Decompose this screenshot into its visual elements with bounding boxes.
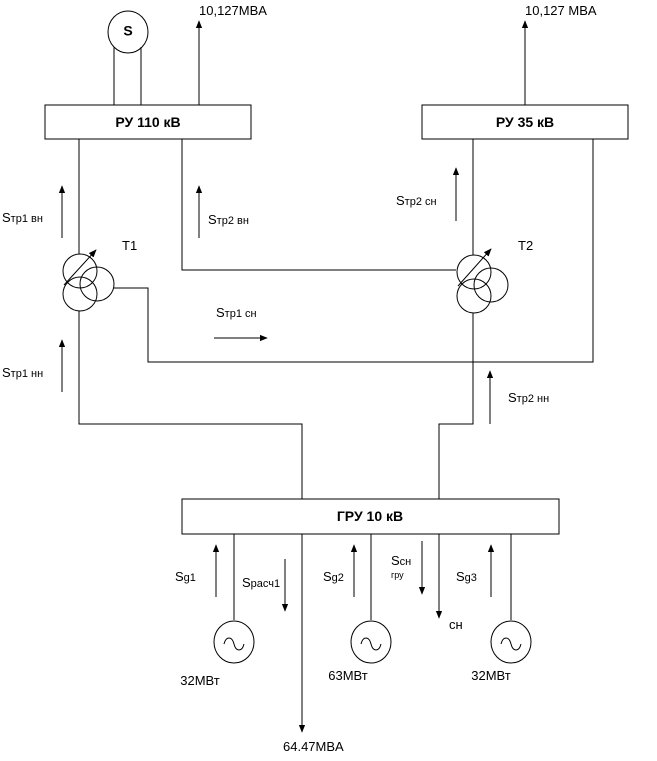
stp1-vn-main: S: [2, 210, 11, 225]
aux-load-label: сн: [449, 617, 463, 632]
gru-output-value: 64.47MBA: [283, 739, 344, 754]
system-source: [107, 10, 149, 105]
stp2-sn-sub: тр2 сн: [405, 196, 437, 208]
generator-g1-circle: [213, 620, 255, 664]
generator-g2: [350, 620, 392, 664]
sg2-label: Sg2: [323, 569, 344, 584]
t2-hv-feeder: [181, 139, 456, 271]
source-symbol: S: [123, 23, 132, 39]
bus-ru35-label: РУ 35 кВ: [496, 114, 554, 130]
t2-regulation-arrow: [457, 248, 492, 287]
sg3-sub: g3: [465, 572, 477, 584]
t1-lv-feeder: [78, 311, 303, 499]
t2-lv-feeder: [438, 313, 474, 499]
transformer-t1-label: T1: [122, 238, 137, 253]
t2-mv-winding: [473, 267, 509, 303]
srasch-main: S: [242, 575, 251, 590]
stp1-nn-sub: тр1 нн: [11, 368, 43, 380]
generator-g1-rating: 32МВт: [180, 673, 220, 688]
ac-sine-icon: [223, 637, 245, 651]
sg2-sub: g2: [332, 572, 344, 584]
generator-g3-rating: 32МВт: [471, 668, 511, 683]
sg1-main: S: [175, 569, 184, 584]
ac-sine-icon: [500, 637, 522, 651]
stp1-sn-sub: тр1 сн: [225, 308, 257, 320]
t1-lv-winding: [62, 276, 98, 312]
ssn-gru-label: Sсн: [391, 553, 411, 568]
system-source-circle: [107, 10, 149, 54]
stp2-nn-main: S: [508, 390, 517, 405]
stp1-vn-sub: тр1 вн: [11, 213, 43, 225]
ssn-gru-sub: сн: [400, 556, 412, 568]
t2-lv-winding: [456, 278, 492, 314]
stp2-nn-label: Sтр2 нн: [508, 390, 549, 405]
ru110-output-value: 10,127MBA: [199, 3, 267, 18]
stp2-vn-main: S: [208, 212, 217, 227]
generator-g2-circle: [350, 620, 392, 664]
srasch-label: Sрасч1: [242, 575, 280, 590]
stp2-sn-main: S: [396, 193, 405, 208]
t1-regulation-arrow: [63, 249, 97, 286]
stp1-nn-main: S: [2, 365, 11, 380]
srasch-sub: расч1: [251, 578, 280, 590]
sg2-main: S: [323, 569, 332, 584]
sg1-sub: g1: [184, 572, 196, 584]
bus-ru110: [44, 104, 252, 140]
t1-mv-feeder: [113, 139, 594, 363]
stp1-sn-main: S: [216, 305, 225, 320]
bus-ru110-label: РУ 110 кВ: [115, 114, 180, 130]
transformer-t1: [62, 249, 115, 312]
ssn-gru-sub2: гру: [391, 570, 404, 580]
stp1-sn-label: Sтр1 сн: [216, 305, 257, 320]
bus-gru10-label: ГРУ 10 кВ: [337, 508, 403, 524]
stp2-vn-label: Sтр2 вн: [208, 212, 249, 227]
sg1-label: Sg1: [175, 569, 196, 584]
generator-g3: [490, 620, 532, 664]
generator-g3-circle: [490, 620, 532, 664]
sg3-label: Sg3: [456, 569, 477, 584]
stp2-vn-sub: тр2 вн: [217, 215, 249, 227]
ac-sine-icon: [360, 637, 382, 651]
stp1-vn-label: Sтр1 вн: [2, 210, 43, 225]
stp2-nn-sub: тр2 нн: [517, 393, 549, 405]
stp1-nn-label: Sтр1 нн: [2, 365, 43, 380]
sg3-main: S: [456, 569, 465, 584]
transformer-t2: [456, 248, 509, 314]
t1-mv-winding: [79, 266, 115, 302]
ru35-output-value: 10,127 MBA: [525, 3, 597, 18]
ssn-gru-main: S: [391, 553, 400, 568]
transformer-t2-label: T2: [518, 238, 533, 253]
generator-g1: [213, 620, 255, 664]
stp2-sn-label: Sтр2 сн: [396, 193, 437, 208]
generator-g2-rating: 63МВт: [328, 668, 368, 683]
